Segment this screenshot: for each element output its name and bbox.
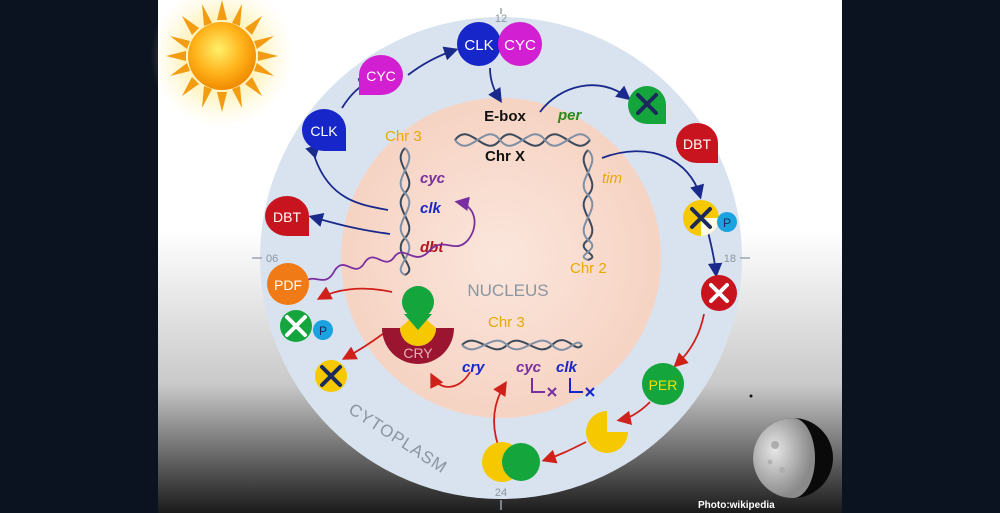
- repressed-promoter-cyc: [531, 378, 557, 397]
- clk-protein-label: CLK: [310, 123, 338, 139]
- dna-helix-chr-x: [454, 133, 591, 147]
- clock-ticks: [252, 8, 750, 510]
- clock-label-06: 06: [266, 253, 278, 265]
- degraded-tim-yellow-icon: [315, 360, 347, 392]
- chr3-top-label: Chr 3: [385, 128, 422, 145]
- phospho-label-left: P: [319, 324, 327, 338]
- gene-tim-label: tim: [602, 170, 622, 187]
- dimer-clk-label: CLK: [464, 37, 493, 54]
- pdf-protein: [267, 263, 309, 305]
- per-protein-label: PER: [649, 377, 678, 393]
- gene-per-label: per: [557, 107, 583, 124]
- chr2-label: Chr 2: [570, 260, 607, 277]
- dbt-protein-left: [265, 196, 309, 236]
- dna-helix-chr3-top: [399, 147, 411, 276]
- pdf-protein-label: PDF: [274, 277, 302, 293]
- gene-cry-label: cry: [462, 359, 485, 376]
- chr-x-label: Chr X: [485, 148, 525, 165]
- per-protein: [642, 363, 684, 405]
- cry-complex: [382, 286, 454, 364]
- sun-icon: [150, 0, 294, 128]
- gene-clk-bottom-label: clk: [556, 359, 578, 376]
- tim-protein: [586, 411, 628, 453]
- cyc-protein-label: CYC: [366, 68, 396, 84]
- photo-credit: Photo:wikipedia: [698, 500, 775, 511]
- cry-label: CRY: [403, 345, 433, 361]
- pdf-signal-line: [304, 196, 476, 283]
- per-tim-complex: [482, 442, 540, 482]
- chr3-bottom-label: Chr 3: [488, 314, 525, 331]
- repressed-promoter-clk: [569, 378, 595, 397]
- clock-label-12: 12: [495, 13, 507, 25]
- clk-cyc-dimer: [457, 22, 542, 66]
- gene-cyc-top-label: cyc: [420, 170, 446, 187]
- gene-clk-top-label: clk: [420, 200, 442, 217]
- dbt-protein-right: [676, 123, 718, 163]
- nucleus-label: NUCLEUS: [467, 281, 548, 300]
- clock-label-24: 24: [495, 487, 507, 499]
- ebox-label: E-box: [484, 108, 526, 125]
- gene-cyc-bottom-label: cyc: [516, 359, 542, 376]
- dbt-left-label: DBT: [273, 209, 301, 225]
- clk-protein: [302, 109, 346, 151]
- per-tim-phosphorylated-icon: [683, 200, 737, 236]
- dna-helix-chr3-bottom: [461, 339, 583, 351]
- degraded-per-icon: [628, 86, 666, 124]
- phospho-label-right: P: [723, 216, 731, 230]
- degraded-per-phosphorylated-icon: [280, 310, 333, 342]
- cyc-protein: [359, 55, 403, 95]
- speck-dot: [749, 394, 753, 398]
- moon-icon: [753, 418, 833, 498]
- dna-helix-chr2: [582, 149, 594, 261]
- degraded-tim-icon: [701, 275, 737, 311]
- dimer-cyc-label: CYC: [504, 37, 536, 54]
- clock-label-18: 18: [724, 253, 736, 265]
- dbt-right-label: DBT: [683, 136, 711, 152]
- nucleus-region: [341, 98, 661, 418]
